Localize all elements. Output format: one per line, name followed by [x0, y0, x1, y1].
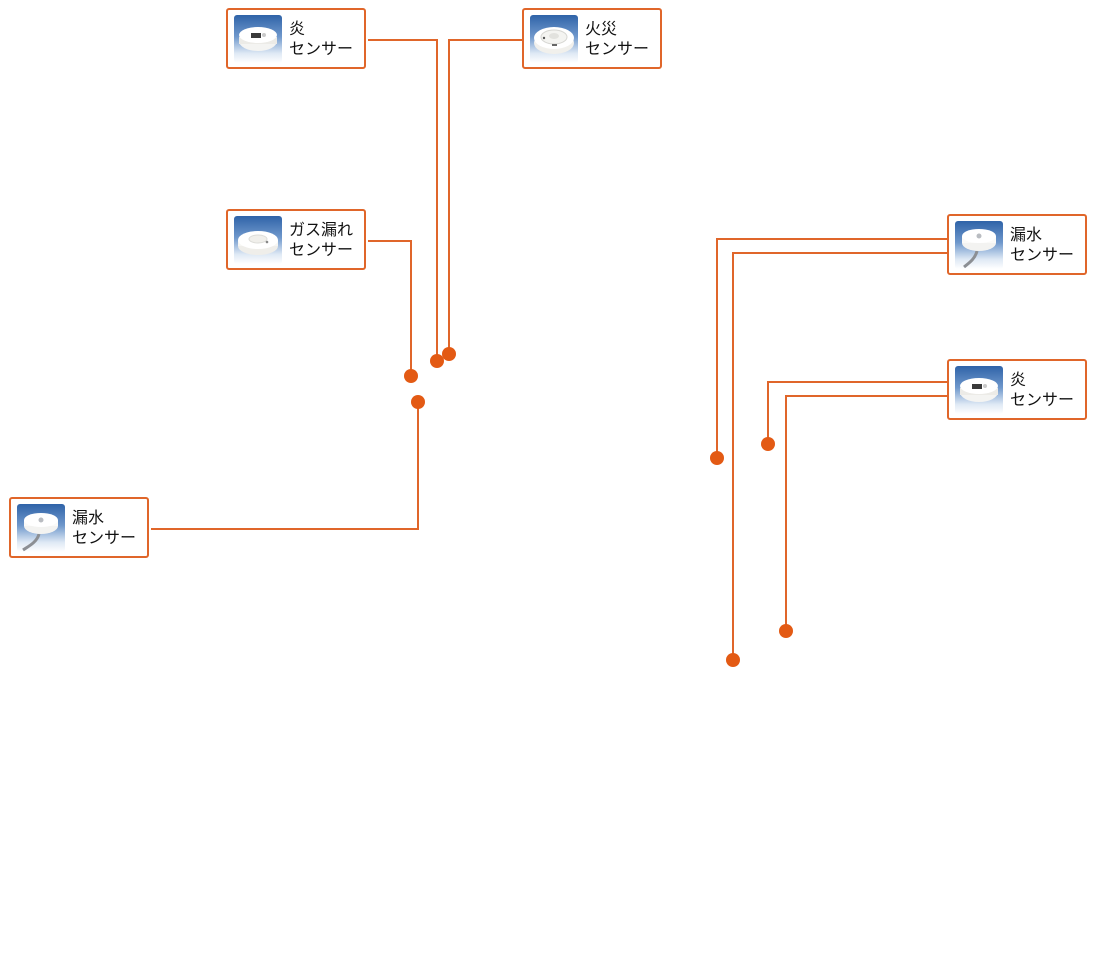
connection-dot — [779, 624, 793, 638]
sensor-type-label: ガス漏れ — [289, 220, 354, 239]
connection-dot — [411, 395, 425, 409]
sensor-type-label: 漏水 — [1010, 225, 1043, 244]
sensor-label-water-leak-left[interactable]: 漏水 センサー — [9, 497, 149, 558]
sensor-suffix-label: センサー — [72, 528, 137, 547]
connector-fire — [448, 39, 523, 354]
sensor-type-label: 炎 — [289, 19, 306, 38]
sensor-suffix-label: センサー — [289, 240, 354, 259]
fire-sensor-icon — [530, 15, 578, 63]
sensor-suffix-label: センサー — [1010, 245, 1075, 264]
gas-leak-sensor-icon — [234, 216, 282, 264]
sensor-name: 火災 センサー — [585, 19, 649, 59]
sensor-label-flame-right[interactable]: 炎 センサー — [947, 359, 1087, 420]
flame-sensor-icon — [955, 366, 1003, 414]
sensor-suffix-label: センサー — [289, 39, 354, 58]
connector-gas — [368, 240, 412, 376]
sensor-suffix-label: センサー — [585, 39, 650, 58]
connection-dot — [430, 354, 444, 368]
sensor-name: 漏水 センサー — [72, 508, 136, 548]
sensor-name: 炎 センサー — [289, 19, 353, 59]
flame-sensor-icon — [234, 15, 282, 63]
sensor-name: ガス漏れ センサー — [289, 220, 353, 260]
connector-water-right-a — [716, 238, 948, 458]
connector-flame-right-a — [767, 381, 948, 444]
sensor-label-flame-top[interactable]: 炎 センサー — [226, 8, 366, 69]
sensor-type-label: 漏水 — [72, 508, 105, 527]
water-leak-sensor-icon — [955, 221, 1003, 269]
connection-dot — [726, 653, 740, 667]
sensor-label-fire[interactable]: 火災 センサー — [522, 8, 662, 69]
water-leak-sensor-icon — [17, 504, 65, 552]
connection-dot — [442, 347, 456, 361]
connector-water-right-b — [732, 252, 948, 660]
sensor-label-water-leak-right[interactable]: 漏水 センサー — [947, 214, 1087, 275]
sensor-type-label: 炎 — [1010, 370, 1027, 389]
connection-dot — [404, 369, 418, 383]
sensor-type-label: 火災 — [585, 19, 618, 38]
connector-flame-right-b — [785, 395, 948, 631]
connector-water-left — [151, 402, 419, 530]
connection-dot — [761, 437, 775, 451]
sensor-suffix-label: センサー — [1010, 390, 1075, 409]
connector-flame-top — [368, 39, 438, 361]
sensor-name: 炎 センサー — [1010, 370, 1074, 410]
connection-dot — [710, 451, 724, 465]
sensor-name: 漏水 センサー — [1010, 225, 1074, 265]
sensor-label-gas-leak[interactable]: ガス漏れ センサー — [226, 209, 366, 270]
